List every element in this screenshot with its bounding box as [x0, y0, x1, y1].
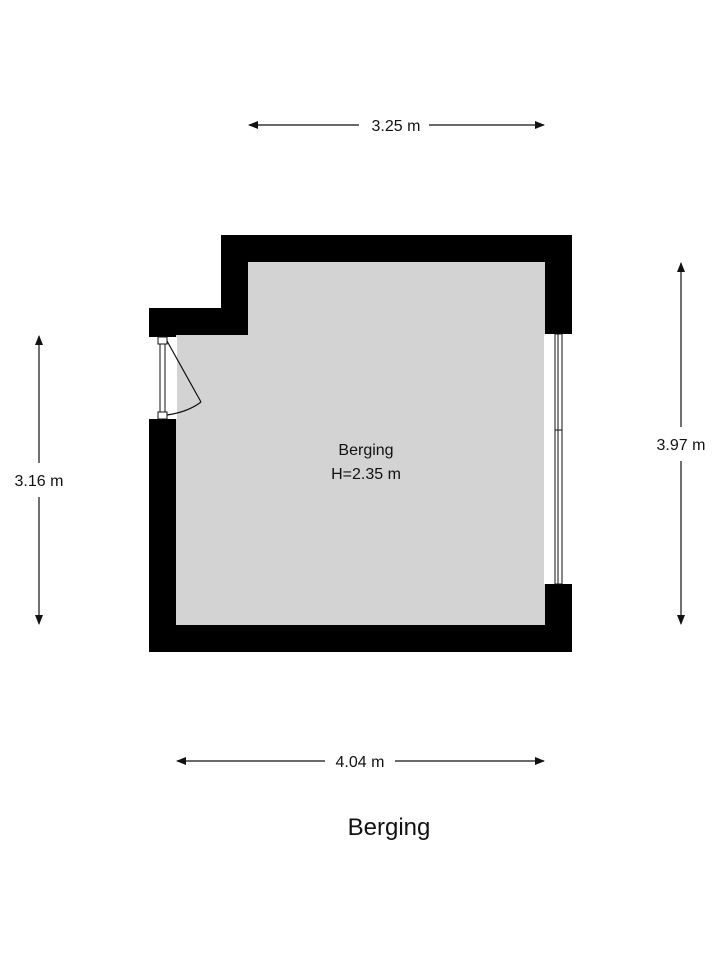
room-name: Berging: [338, 442, 393, 459]
dimension-top-label: 3.25 m: [372, 118, 421, 135]
room-height: H=2.35 m: [331, 466, 401, 483]
dimension-left-label: 3.16 m: [15, 473, 64, 490]
room-floor: [176, 262, 545, 625]
dimension-right-label: 3.97 m: [657, 437, 706, 454]
plan-title: Berging: [348, 814, 431, 841]
door-opening: [148, 337, 177, 419]
door-frame: [157, 336, 168, 420]
dimension-bottom-label: 4.04 m: [336, 754, 385, 771]
door-swing: [166, 340, 202, 416]
dimension-top: 3.25 m: [248, 118, 545, 135]
window: [554, 333, 563, 585]
dimension-bottom: 4.04 m: [176, 754, 545, 771]
dimension-left: 3.16 m: [15, 335, 64, 625]
dimension-right: 3.97 m: [657, 262, 706, 625]
